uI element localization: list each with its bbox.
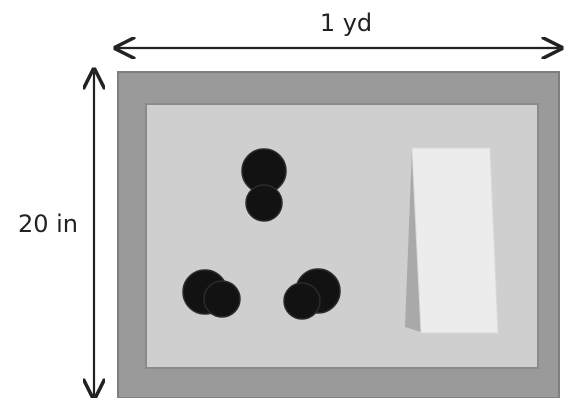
- rocker-switch-icon: [405, 147, 499, 334]
- earth-hole-bottom: [245, 184, 283, 222]
- socket-holes-icon: [182, 148, 341, 320]
- switch-side: [405, 148, 421, 332]
- height-label: 20 in: [18, 210, 78, 238]
- width-label: 1 yd: [320, 9, 372, 37]
- switch-face: [411, 147, 499, 334]
- right-pin-hole-b: [283, 282, 321, 320]
- left-pin-hole-b: [203, 280, 241, 318]
